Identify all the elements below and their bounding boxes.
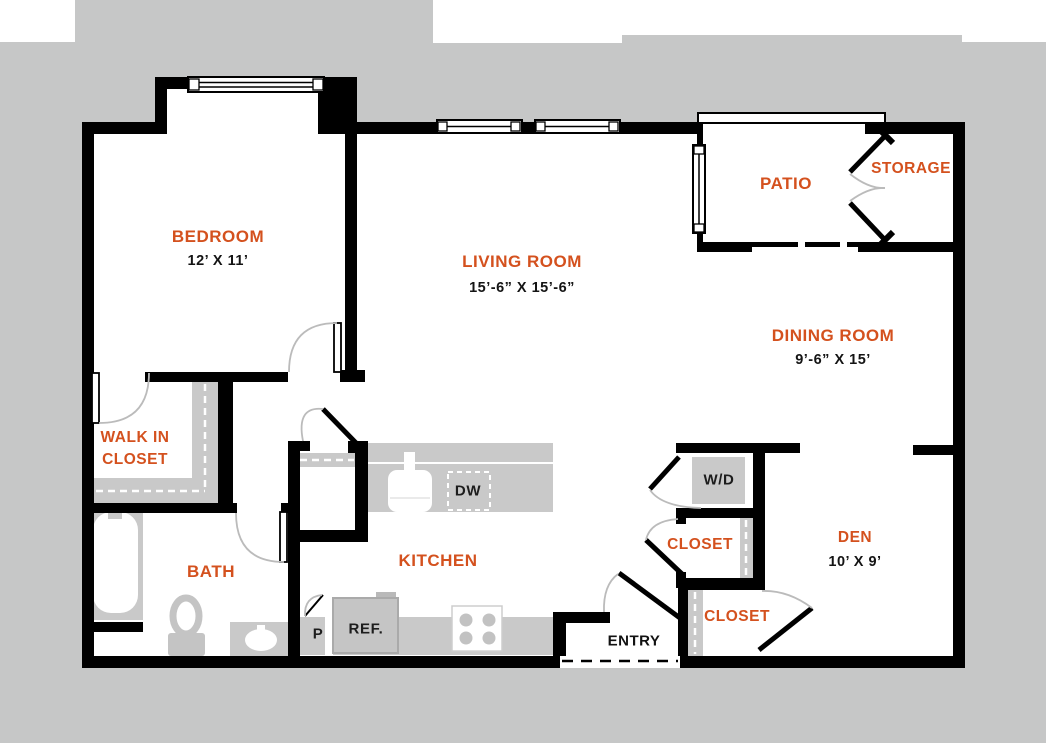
toilet xyxy=(168,594,205,656)
coat-closet-shelf xyxy=(300,453,355,467)
walk-in-closet-label-line2: CLOSET xyxy=(102,451,168,468)
dining-room-label: DINING ROOM xyxy=(771,326,895,345)
walk-in-closet-door xyxy=(91,372,100,424)
closet-upper-door xyxy=(644,538,684,576)
living-room-window-right xyxy=(534,119,621,134)
bedroom-window xyxy=(187,76,325,93)
bathtub xyxy=(88,505,143,620)
stove xyxy=(451,605,503,652)
closet-lower-door xyxy=(757,606,814,652)
bedroom-dimensions: 12’ X 11’ xyxy=(187,253,249,269)
washer-dryer-door xyxy=(648,455,681,491)
closet-lower-shelf xyxy=(688,590,703,656)
kitchen-sink xyxy=(388,452,432,512)
bath-door xyxy=(279,511,288,563)
pantry-door xyxy=(304,594,324,617)
den-dimensions: 10’ X 9’ xyxy=(828,554,882,570)
storage-door-lower xyxy=(848,201,887,242)
storage-door-upper xyxy=(848,133,888,174)
entry-door xyxy=(617,570,682,621)
bedroom-label: BEDROOM xyxy=(171,227,265,246)
pantry-label: P xyxy=(312,625,324,643)
walk-in-closet-label-line1: WALK IN xyxy=(100,429,170,446)
dining-room-dimensions: 9’-6” X 15’ xyxy=(795,352,871,368)
closet-upper-label: CLOSET xyxy=(667,536,733,553)
living-room-window-left xyxy=(436,119,523,134)
refrigerator xyxy=(332,592,399,654)
living-room-dimensions: 15’-6” X 15’-6” xyxy=(469,280,575,296)
walk-in-closet-shelves xyxy=(94,382,218,503)
bedroom-door xyxy=(333,322,342,373)
dishwasher-label: DW xyxy=(454,482,482,500)
washer-dryer-box xyxy=(692,457,745,504)
refrigerator-label: REF. xyxy=(348,620,384,638)
closet-upper-shelf xyxy=(740,518,753,579)
patio-side-rail xyxy=(692,144,706,234)
patio-label: PATIO xyxy=(760,174,812,193)
coat-closet-door xyxy=(321,407,359,446)
living-room-label: LIVING ROOM xyxy=(462,252,582,271)
storage-label: STORAGE xyxy=(871,160,951,177)
patio-top-rail xyxy=(697,112,886,124)
entry-threshold xyxy=(560,656,680,668)
den-label: DEN xyxy=(837,529,873,546)
entry-label: ENTRY xyxy=(607,632,661,650)
background-notches xyxy=(0,0,1046,43)
door-leaves-angled xyxy=(304,133,888,652)
kitchen-label: KITCHEN xyxy=(398,551,478,570)
door-swing-arcs xyxy=(98,173,886,617)
closet-lower-label: CLOSET xyxy=(704,608,770,625)
washer-dryer-label: W/D xyxy=(703,471,735,489)
vanity-sink xyxy=(230,622,292,656)
dishwasher-outline xyxy=(447,471,491,511)
bath-label: BATH xyxy=(187,562,235,581)
